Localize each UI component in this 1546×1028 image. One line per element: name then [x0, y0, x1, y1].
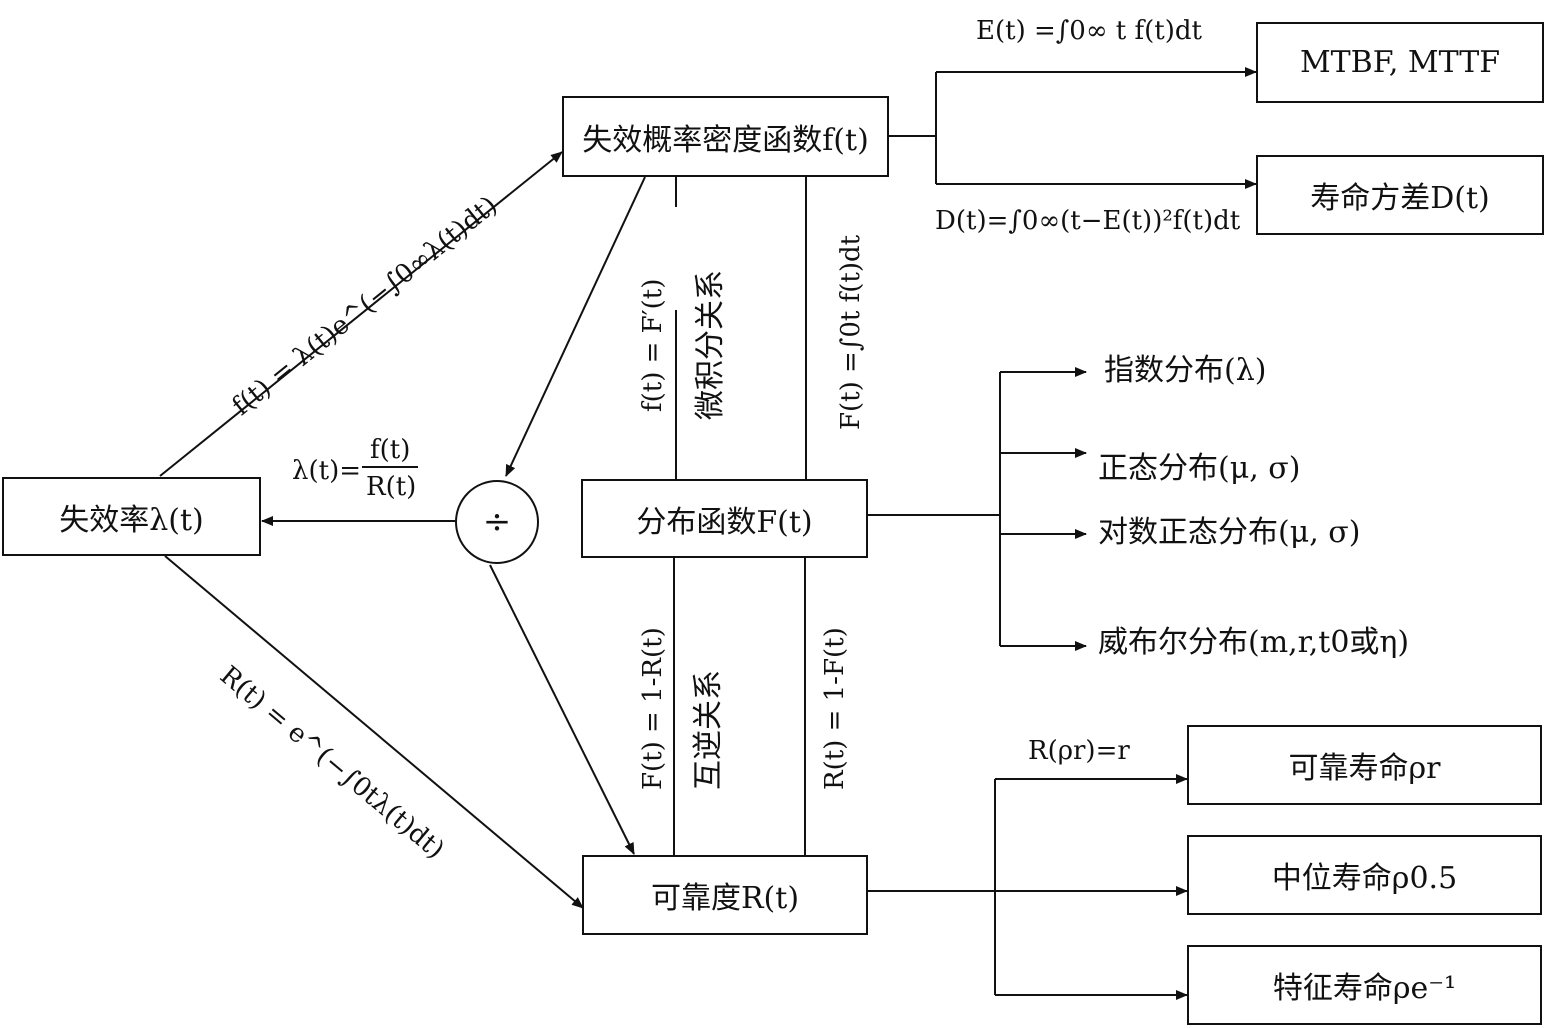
cdf-label: 分布函数F(t) — [636, 504, 813, 540]
reliable-life-box: 可靠寿命ρr — [1187, 725, 1542, 805]
F-from-R-formula: F(t) = 1-R(t) — [638, 627, 668, 790]
failure-rate-box: 失效率λ(t) — [2, 477, 261, 556]
inverse-relation-label: 互逆关系 — [691, 670, 726, 790]
lambda-ratio-lhs: λ(t)= — [292, 456, 361, 486]
distribution-weibull: 威布尔分布(m,r,t0或η) — [1098, 625, 1410, 660]
distribution-normal: 正态分布(μ, σ) — [1098, 451, 1301, 486]
reliability-box: 可靠度R(t) — [582, 855, 868, 935]
f-derivative-formula: f(t) = F′(t) — [638, 278, 668, 412]
variance-formula: D(t)=∫0∞(t−E(t))²f(t)dt — [935, 206, 1241, 236]
F-integral-formula: F(t) =∫0t f(t)dt — [836, 234, 866, 430]
characteristic-life-box: 特征寿命ρe⁻¹ — [1187, 945, 1542, 1025]
pdf-box: 失效概率密度函数f(t) — [562, 96, 889, 177]
lambda-ratio-denominator: R(t) — [366, 472, 417, 502]
arrow-pdf-to-divide — [505, 176, 646, 477]
median-life-label: 中位寿命ρ0.5 — [1271, 861, 1458, 896]
arrow-divide-to-reliability — [489, 564, 635, 855]
R-from-F-formula: R(t) = 1-F(t) — [820, 627, 850, 790]
lambda-ratio-bar — [362, 466, 418, 468]
lambda-ratio-numerator: f(t) — [370, 435, 411, 465]
divide-operator: ÷ — [455, 480, 539, 564]
failure-rate-label: 失效率λ(t) — [59, 502, 204, 538]
reliable-life-label: 可靠寿命ρr — [1288, 751, 1441, 786]
divide-symbol: ÷ — [482, 502, 512, 542]
distribution-lognormal: 对数正态分布(μ, σ) — [1098, 515, 1361, 550]
median-life-box: 中位寿命ρ0.5 — [1187, 835, 1542, 915]
mtbf-label: MTBF, MTTF — [1299, 45, 1501, 80]
variance-label: 寿命方差D(t) — [1310, 181, 1490, 216]
variance-box: 寿命方差D(t) — [1256, 155, 1544, 235]
pdf-label: 失效概率密度函数f(t) — [582, 122, 869, 158]
mtbf-box: MTBF, MTTF — [1256, 22, 1544, 103]
characteristic-life-label: 特征寿命ρe⁻¹ — [1272, 971, 1457, 1006]
cdf-box: 分布函数F(t) — [581, 479, 868, 558]
R-rho-formula: R(ρr)=r — [1028, 736, 1130, 766]
distribution-exponential: 指数分布(λ) — [1104, 353, 1267, 388]
expectation-formula: E(t) =∫0∞ t f(t)dt — [976, 16, 1202, 46]
calculus-relation-label: 微积分关系 — [693, 270, 728, 420]
arrow-lambda-to-pdf — [159, 151, 563, 477]
arrow-lambda-to-reliability — [164, 555, 584, 909]
reliability-label: 可靠度R(t) — [650, 881, 800, 916]
